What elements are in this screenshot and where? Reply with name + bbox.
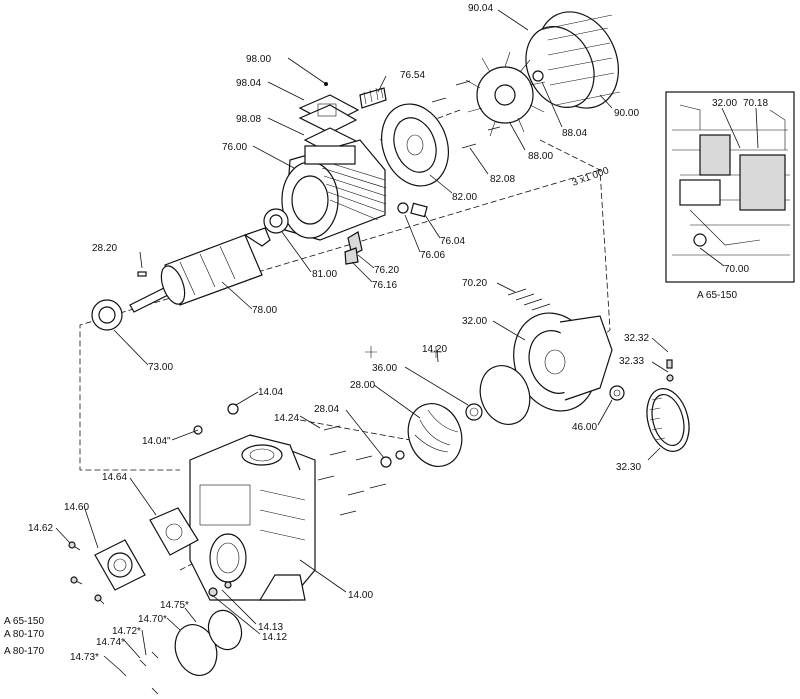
part-labels: 90.04 90.00 88.04 88.00 98.00 98.04 98.0… — [28, 3, 649, 663]
plug-parts — [397, 202, 428, 218]
label-14-74: 14.74* — [96, 637, 125, 648]
bolts-14-24 — [317, 425, 387, 516]
bearing-81 — [263, 208, 289, 234]
label-46-00: 46.00 — [572, 422, 597, 433]
inset-label-70-00: 70.00 — [724, 264, 749, 275]
label-88-04: 88.04 — [562, 128, 587, 139]
studs-70-20 — [507, 288, 551, 311]
fan-impeller — [465, 51, 546, 137]
inset-caption: A 65-150 — [697, 290, 737, 301]
label-14-24: 14.24 — [274, 413, 299, 424]
label-82-08: 82.08 — [490, 174, 515, 185]
impeller — [380, 403, 463, 468]
inset-labels: 32.00 70.18 70.00 A 65-150 — [697, 98, 768, 301]
label-36-00: 36.00 — [372, 363, 397, 374]
label-76-06: 76.06 — [420, 250, 445, 261]
label-14-62: 14.62 — [28, 523, 53, 534]
dimension-note: 3 x1 000 — [571, 165, 611, 189]
label-28-04: 28.04 — [314, 404, 339, 415]
label-82-00: 82.00 — [452, 192, 477, 203]
end-shield — [381, 103, 449, 187]
label-73-00: 73.00 — [148, 362, 173, 373]
label-14-12: 14.12 — [262, 632, 287, 643]
label-90-00: 90.00 — [614, 108, 639, 119]
terminal-box — [298, 82, 387, 157]
label-14-00: 14.00 — [348, 590, 373, 601]
label-90-04: 90.04 — [468, 3, 493, 14]
label-14-04-double: 14.04" — [142, 436, 171, 447]
gasket-14-64 — [149, 507, 199, 556]
mechanical-seal — [465, 403, 483, 421]
legend-line-3: A 80-170 — [4, 646, 44, 657]
label-88-00: 88.00 — [528, 151, 553, 162]
label-76-20: 76.20 — [374, 265, 399, 276]
cover-14-70 — [174, 581, 243, 676]
label-98-00: 98.00 — [246, 54, 271, 65]
coupling-guard — [646, 388, 690, 452]
screws-82-08 — [431, 80, 501, 149]
label-32-32: 32.32 — [624, 333, 649, 344]
label-14-73: 14.73* — [70, 652, 99, 663]
flange-14-60 — [94, 539, 146, 591]
bolts-14-62 — [68, 541, 105, 605]
bolts-14-72 — [119, 651, 159, 695]
label-70-20: 70.20 — [462, 278, 487, 289]
leader-lines — [55, 9, 669, 671]
rotor-shaft — [129, 227, 271, 313]
label-78-00: 78.00 — [252, 305, 277, 316]
label-14-04: 14.04 — [258, 387, 283, 398]
reference-marks — [365, 346, 442, 358]
o-ring — [479, 365, 531, 425]
label-14-20: 14.20 — [422, 344, 447, 355]
label-28-20: 28.20 — [92, 243, 117, 254]
label-81-00: 81.00 — [312, 269, 337, 280]
label-28-00: 28.00 — [350, 380, 375, 391]
label-14-70: 14.70* — [138, 614, 167, 625]
motor-housing — [281, 139, 387, 265]
label-32-33: 32.33 — [619, 356, 644, 367]
inset-label-32-00: 32.00 — [712, 98, 737, 109]
legend-line-1: A 65-150 — [4, 616, 44, 627]
bearing-73 — [91, 299, 123, 331]
inset-label-70-18: 70.18 — [743, 98, 768, 109]
label-14-75: 14.75* — [160, 600, 189, 611]
label-14-72: 14.72* — [112, 626, 141, 637]
legend-line-2: A 80-170 — [4, 629, 44, 640]
label-14-60: 14.60 — [64, 502, 89, 513]
label-76-16: 76.16 — [372, 280, 397, 291]
label-76-54: 76.54 — [400, 70, 425, 81]
label-98-04: 98.04 — [236, 78, 261, 89]
label-98-08: 98.08 — [236, 114, 261, 125]
label-76-00: 76.00 — [222, 142, 247, 153]
label-32-30: 32.30 — [616, 462, 641, 473]
pump-casing — [189, 403, 316, 601]
model-legend: A 65-150 A 80-170 A 80-170 — [4, 616, 44, 657]
label-14-64: 14.64 — [102, 472, 127, 483]
inset-section — [665, 91, 795, 283]
plug-32-32 — [666, 359, 674, 382]
label-76-04: 76.04 — [440, 236, 465, 247]
washer-46 — [609, 385, 625, 401]
label-32-00: 32.00 — [462, 316, 487, 327]
label-14-13: 14.13 — [258, 622, 283, 633]
